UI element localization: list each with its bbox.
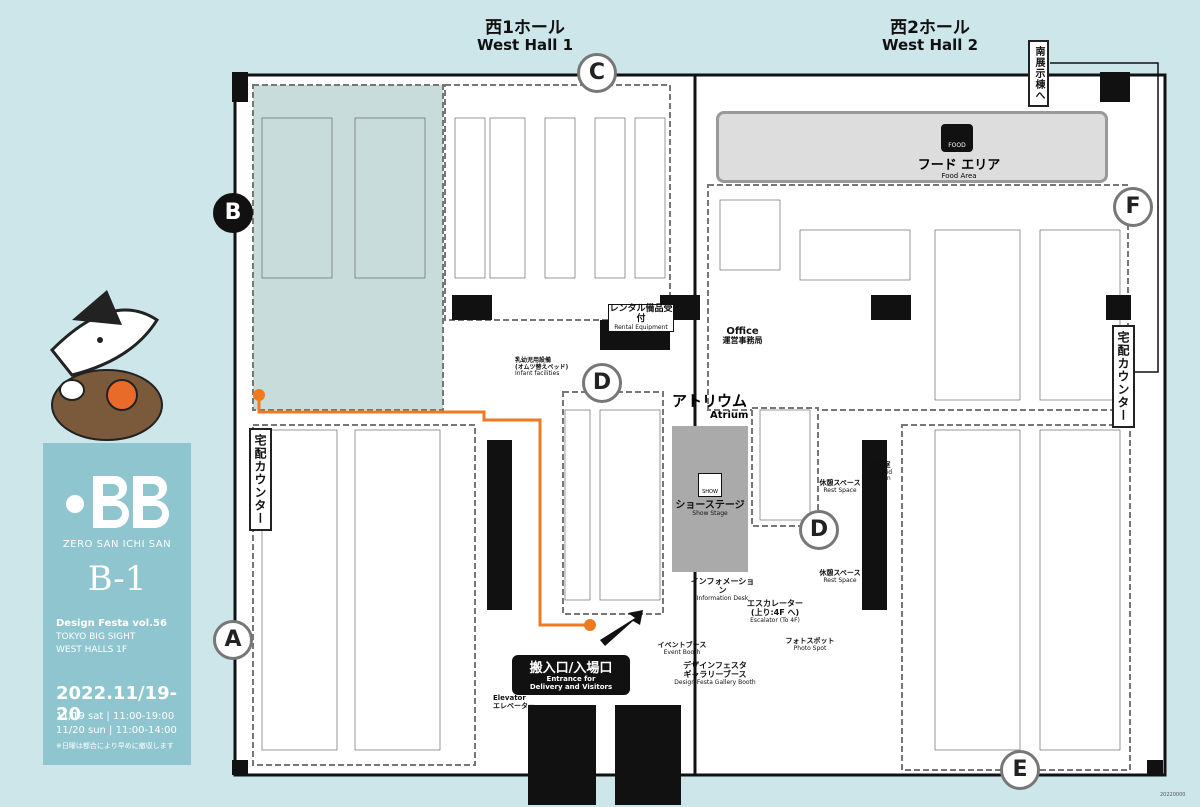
atrium-subtitle: Atrium	[710, 410, 749, 421]
venue-name: TOKYO BIG SIGHT	[56, 632, 136, 642]
west-hall-1-title: 西1ホール West Hall 1	[470, 18, 580, 54]
rental-jp: レンタル備品受付	[609, 304, 673, 324]
hall-title-jp: 西1ホール	[485, 18, 565, 38]
west-hall-2-title: 西2ホール West Hall 2	[875, 18, 985, 54]
time-sunday: 11/20 sun | 11:00-14:00	[56, 725, 177, 736]
entrance-jp: 搬入口/入場口	[529, 661, 613, 676]
photo-jp: フォトスポット	[785, 637, 835, 645]
first-aid-en: First-Aid Station	[867, 468, 893, 483]
escalator-label: エスカレーター (上り:4F へ)Escalator (To 4F)	[740, 599, 810, 624]
rental-en: Rental Equipment	[614, 323, 668, 331]
event-name: Design Festa vol.56	[56, 618, 167, 629]
office-jp: 運営事務局	[722, 336, 763, 345]
south-exhibit-label: 南展示棟へ	[1028, 40, 1049, 107]
circle-logo	[66, 476, 169, 528]
info-en: Information Desk	[696, 594, 749, 602]
mascot-illustration	[49, 290, 163, 441]
area-e-marker: E	[1000, 750, 1040, 790]
escalator-en: Escalator (To 4F)	[750, 616, 800, 624]
time-saturday: 11/19 sat | 11:00-19:00	[56, 711, 175, 722]
elevator-en: Elevator	[493, 694, 526, 702]
area-b-marker: B	[213, 193, 253, 233]
venue-halls: WEST HALLS 1F	[56, 645, 128, 655]
rest-en: Rest Space	[823, 576, 857, 584]
office-en: Office	[726, 326, 759, 337]
area-a-marker: A	[213, 620, 253, 660]
gallery-jp1: デザインフェスタ	[683, 661, 747, 670]
first-aid-jp: 救護室	[869, 461, 891, 469]
infant-jp: 乳幼児用設備	[515, 357, 552, 364]
infant-en: Infant facilities	[515, 370, 560, 378]
hall-title-en: West Hall 1	[476, 35, 574, 54]
circle-info-panel: ZERO SAN ICHI SAN B-1 Design Festa vol.5…	[43, 443, 191, 765]
food-area: FOOD フード エリア Food Area	[716, 111, 1108, 183]
gallery-en: Design Festa Gallery Booth	[674, 678, 756, 686]
schedule-note: ※日曜は都合により早めに撤収します	[56, 742, 174, 750]
delivery-counter-left: 宅配カウンター	[249, 428, 272, 531]
elevator-jp: エレベーター	[493, 701, 535, 710]
escalator-jp2: (上り:4F へ)	[750, 607, 800, 617]
photo-en: Photo Spot	[793, 644, 827, 652]
infant-jp2: (オムツ替えベッド)	[515, 363, 569, 371]
food-area-subtitle: Food Area	[941, 172, 977, 180]
food-icon: FOOD	[941, 124, 973, 152]
rest-jp: 休憩スペース	[819, 479, 861, 487]
area-c-marker: C	[577, 53, 617, 93]
area-d-marker-2: D	[799, 510, 839, 550]
rest-en: Rest Space	[823, 486, 857, 494]
stage-jp: ショーステージ	[675, 500, 745, 511]
info-jp: インフォメーション	[690, 577, 755, 595]
hall-title-jp: 西2ホール	[890, 18, 970, 38]
food-area-title: フード エリア	[917, 158, 1001, 173]
delivery-counter-right: 宅配カウンター	[1112, 325, 1135, 428]
gallery-jp2: ギャラリーブース	[683, 669, 747, 679]
area-f-marker: F	[1113, 187, 1153, 227]
entrance-en-2: Delivery and Visitors	[529, 682, 613, 691]
elevator-label: Elevator エレベーター	[493, 694, 543, 710]
rest-jp: 休憩スペース	[819, 569, 861, 577]
entrance-en-1: Entrance for	[546, 675, 596, 683]
entrance-sign: 搬入口/入場口 Entrance for Delivery and Visito…	[512, 655, 630, 695]
event-date: 2022.11/19-20	[56, 683, 178, 725]
footer-code: 20220000	[1160, 792, 1186, 798]
booth-number: B-1	[87, 559, 147, 599]
infant-facilities-label: 乳幼児用設備 (オムツ替えベッド)Infant facilities	[515, 357, 575, 378]
circle-name: ZERO SAN ICHI SAN	[62, 539, 172, 550]
music-note-icon: SHOW	[698, 473, 722, 497]
atrium-title: アトリウム	[672, 392, 748, 410]
hall-title-en: West Hall 2	[881, 35, 979, 54]
escalator-jp: エスカレーター	[747, 599, 803, 608]
area-d-marker: D	[582, 363, 622, 403]
event-jp: イベントブース	[657, 641, 707, 649]
event-en: Event Booth	[663, 648, 701, 656]
stage-en: Show Stage	[692, 510, 728, 517]
